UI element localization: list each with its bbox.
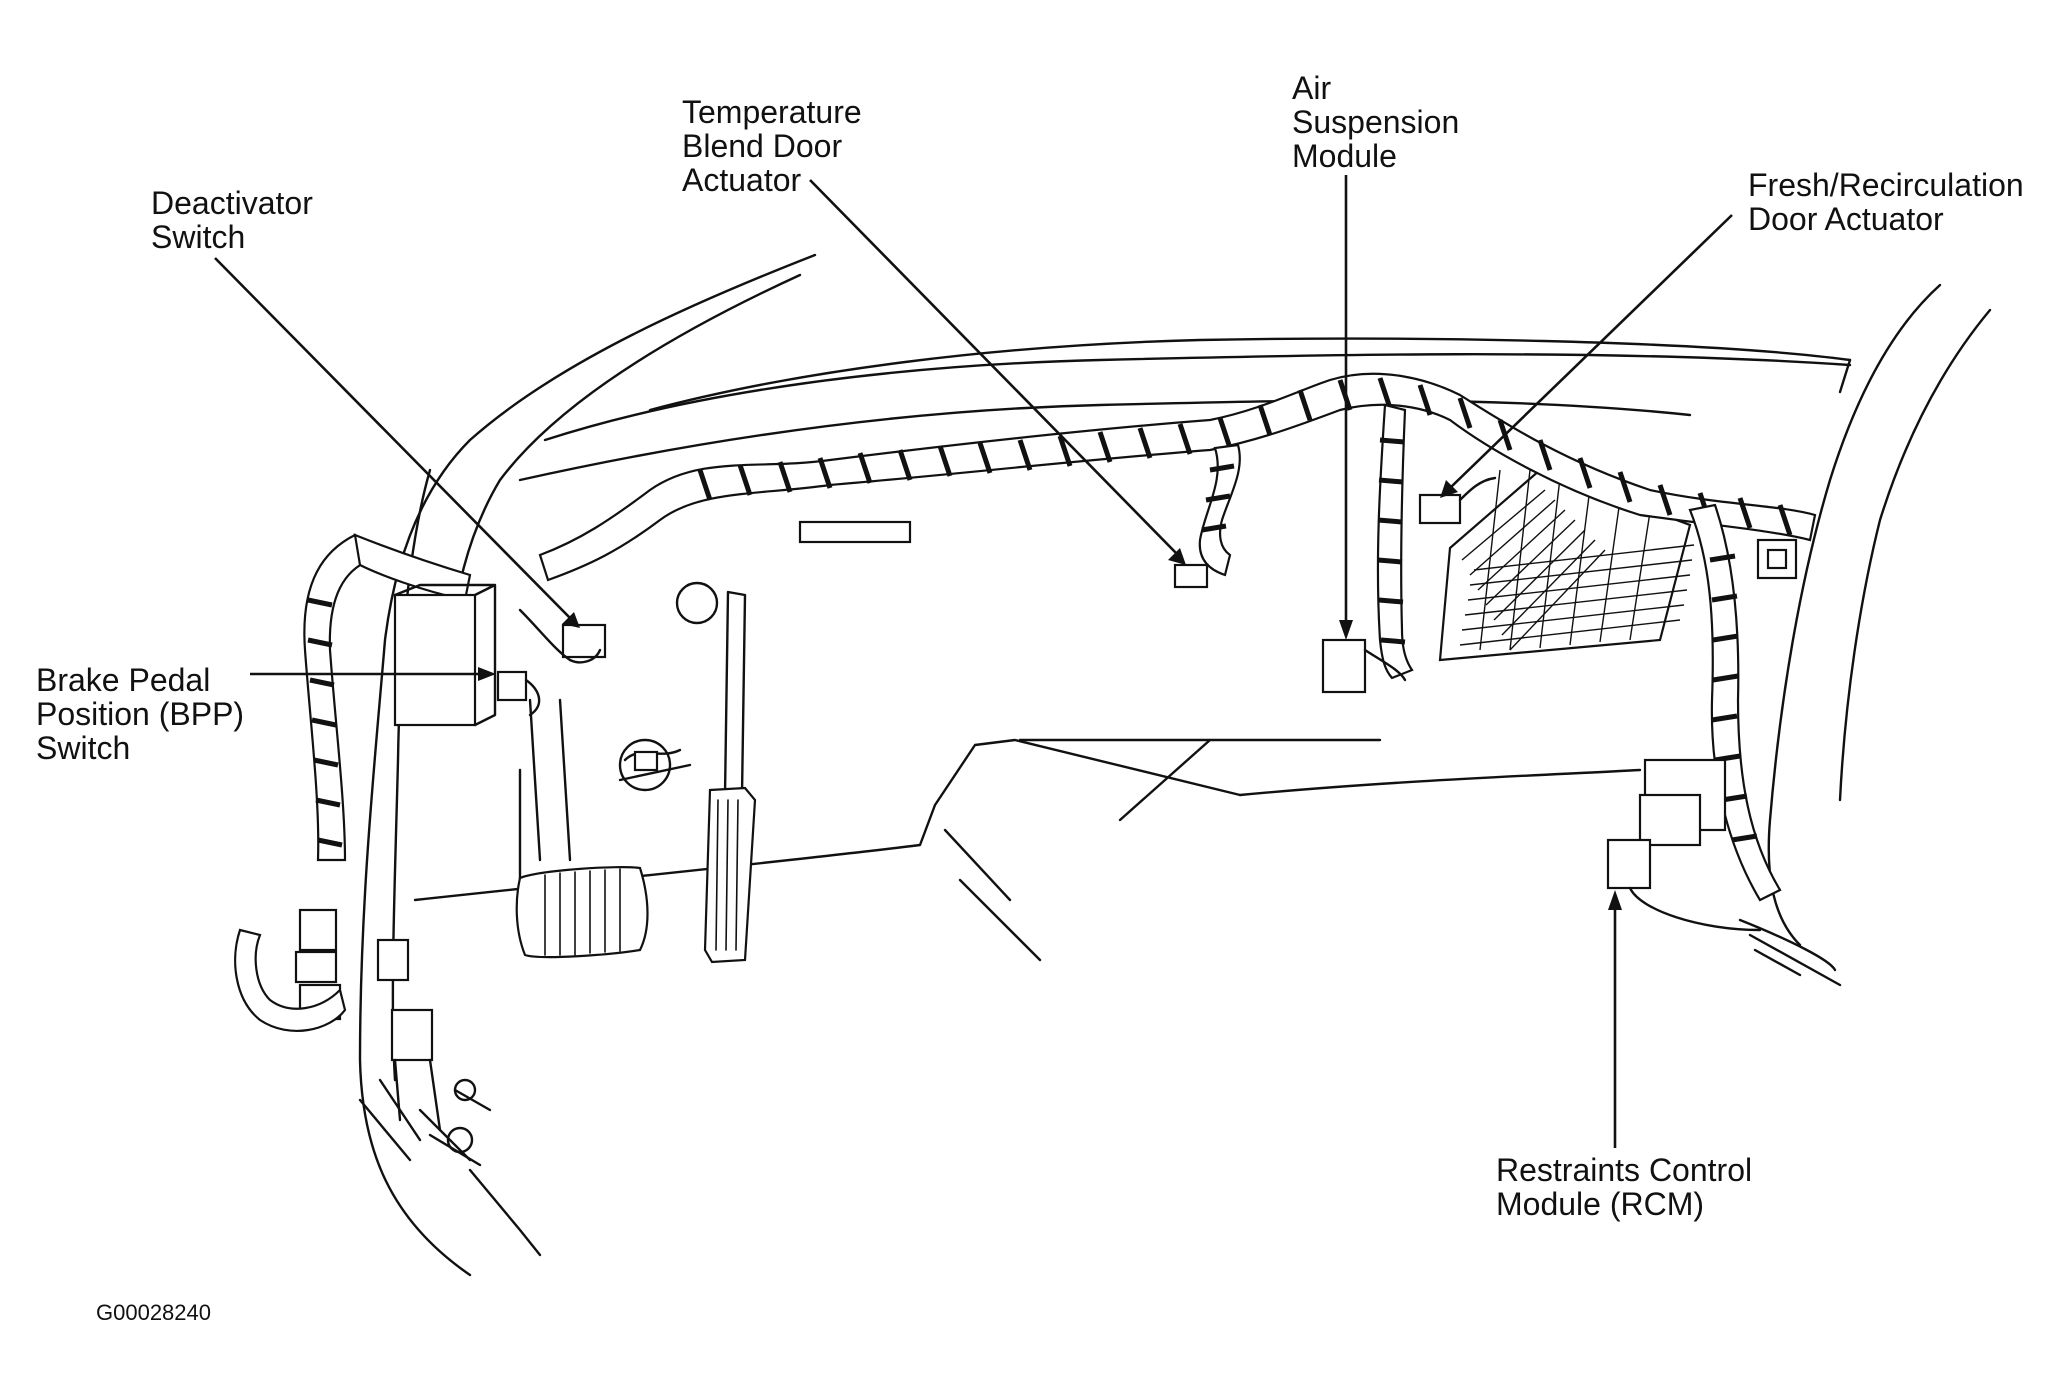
dash-top <box>518 337 1852 482</box>
main-harness <box>303 372 1817 902</box>
label-air-suspension-module: Air Suspension Module <box>1292 70 1460 174</box>
label-temperature-blend-door-actuator: Temperature Blend Door Actuator <box>682 94 862 198</box>
label-deactivator-switch: Deactivator Switch <box>151 185 313 255</box>
glovebox-vent <box>1438 468 1695 662</box>
lower-dash <box>413 738 1842 987</box>
right-pillar <box>1767 283 1992 947</box>
label-fresh-recirculation-door-actuator: Fresh/Recirculation Door Actuator <box>1748 167 2024 237</box>
figure-code: G00028240 <box>96 1300 211 1325</box>
label-brake-pedal-position-switch: Brake Pedal Position (BPP) Switch <box>36 662 245 766</box>
components <box>234 476 1798 1167</box>
label-restraints-control-module: Restraints Control Module (RCM) <box>1496 1152 1753 1222</box>
a-pillar <box>358 253 817 1277</box>
leader-lines <box>214 175 1733 1148</box>
